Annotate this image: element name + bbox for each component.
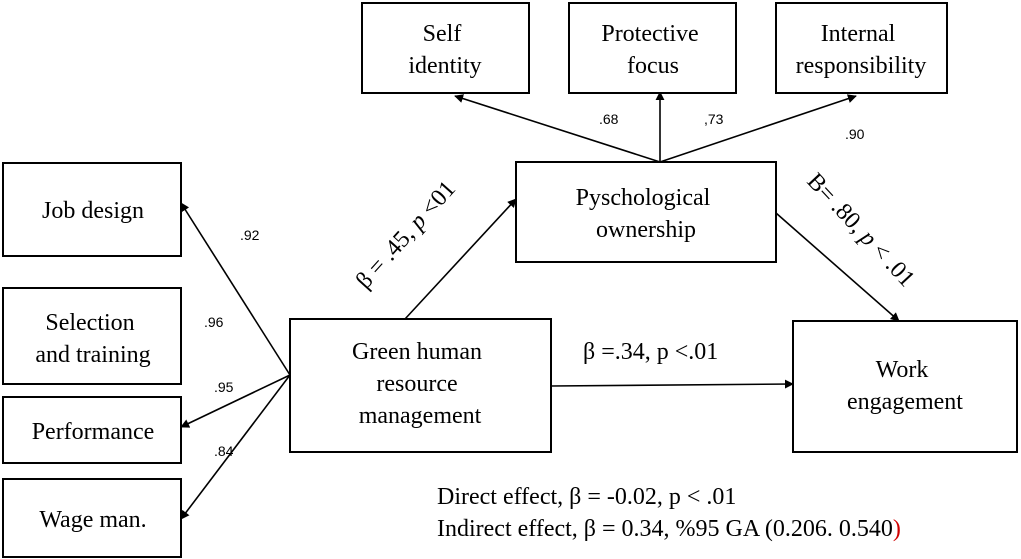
node-wage-box (2, 478, 182, 558)
direct-effect-text: Direct effect, β = -0.02, p < .01 (437, 484, 736, 510)
node-job-design: Job design (42, 198, 144, 224)
node-protective-focus: Protective focus (601, 21, 704, 79)
node-internal-responsibility-box (775, 2, 948, 94)
loading-selection-training: .96 (204, 314, 224, 330)
path-label-ghrm-to-we: β =.34, p <.01 (583, 339, 718, 365)
edge-ghrm-to-po (404, 198, 517, 320)
node-protective-focus-box (568, 2, 737, 94)
node-self-identity: Self identity (408, 21, 481, 79)
edge-ghrm-to-job-design (180, 202, 291, 376)
node-selection-training-box (2, 287, 182, 385)
node-selection-training: Selection and training (35, 310, 150, 368)
edge-ghrm-to-wage (180, 374, 291, 520)
edge-ghrm-to-performance (180, 374, 291, 428)
loading-internal-responsibility: .90 (845, 126, 865, 142)
edge-ghrm-to-we (550, 379, 794, 389)
loading-self-identity: .68 (599, 111, 619, 127)
indirect-effect-text: Indirect effect, β = 0.34, %95 GA (0.206… (437, 516, 901, 542)
node-self-identity-box (361, 2, 530, 94)
node-internal-responsibility: Internal responsibility (796, 21, 927, 79)
node-psychological-ownership: Pyschological ownership (576, 185, 717, 243)
loadings: .68 ,73 .90 .92 .96 .95 .84 (204, 111, 865, 459)
edge-po-to-self-identity (454, 94, 661, 163)
loading-protective-focus: ,73 (704, 111, 724, 127)
node-work-engagement-box (792, 320, 1018, 453)
indirect-effect-close-paren: ) (893, 516, 901, 542)
edge-po-to-we (775, 212, 900, 322)
edge-po-to-internal-responsibility (659, 94, 857, 163)
node-performance: Performance (32, 419, 155, 445)
node-work-engagement: Work engagement (847, 357, 963, 415)
node-job-design-box (2, 162, 182, 257)
edges (180, 91, 900, 520)
node-ghrm-box (289, 318, 552, 453)
path-label-po-to-we: B= .80, p < .01 (802, 168, 920, 292)
loading-wage: .84 (214, 443, 234, 459)
node-ghrm: Green human resource management (352, 339, 488, 429)
node-psychological-ownership-box (515, 161, 777, 263)
node-wage: Wage man. (39, 507, 146, 533)
loading-performance: .95 (214, 379, 234, 395)
loading-job-design: .92 (240, 227, 260, 243)
node-performance-box (2, 396, 182, 464)
